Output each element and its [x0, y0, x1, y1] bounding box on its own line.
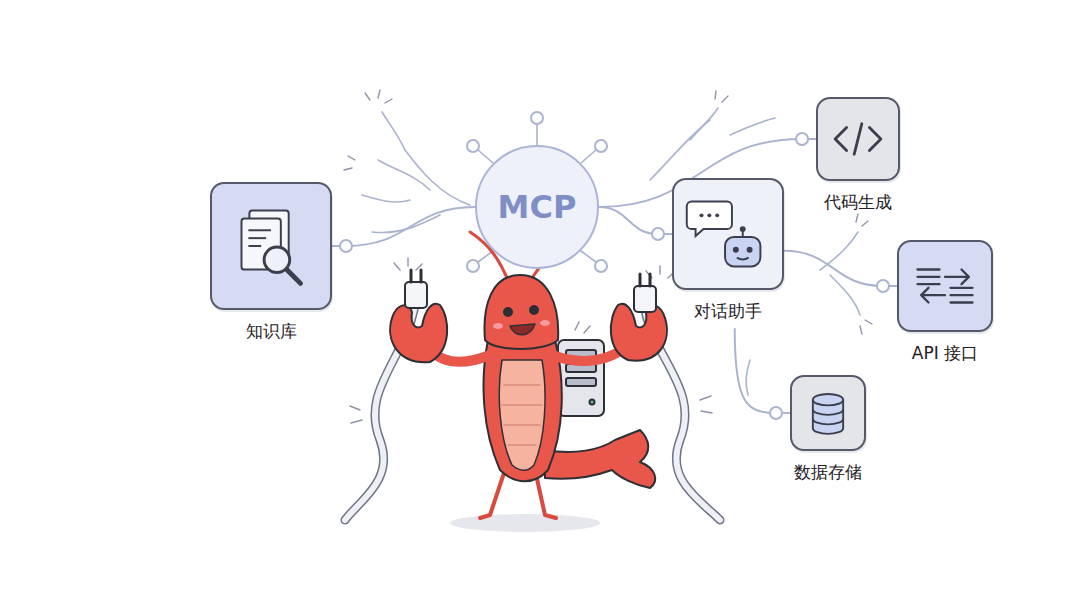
node-icon: [212, 184, 330, 308]
branch-connector: [599, 207, 672, 240]
ground-shadow: [450, 514, 600, 532]
spark-ticks: [344, 90, 872, 423]
node-icon: [899, 242, 991, 330]
node-icon: [818, 99, 898, 179]
icon-box: 对话助手: [672, 178, 784, 290]
branch-connector: [332, 207, 475, 252]
node-label: API 接口: [912, 342, 978, 365]
node-label: 知识库: [246, 320, 297, 343]
node-label: 代码生成: [824, 191, 892, 214]
branch-connector: [784, 251, 897, 292]
branch-connector: [735, 329, 790, 419]
hub-circle: MCP: [475, 145, 599, 269]
lobster-figure: [390, 232, 667, 518]
node-icon: [674, 180, 782, 288]
node-label: 数据存储: [794, 461, 862, 484]
icon-box: 知识库: [210, 182, 332, 310]
node-label: 对话助手: [694, 300, 762, 323]
icon-box: API 接口: [897, 240, 993, 332]
node-icon: [792, 377, 864, 449]
hub-title: MCP: [498, 188, 577, 226]
icon-box: 数据存储: [790, 375, 866, 451]
icon-box: 代码生成: [816, 97, 900, 181]
